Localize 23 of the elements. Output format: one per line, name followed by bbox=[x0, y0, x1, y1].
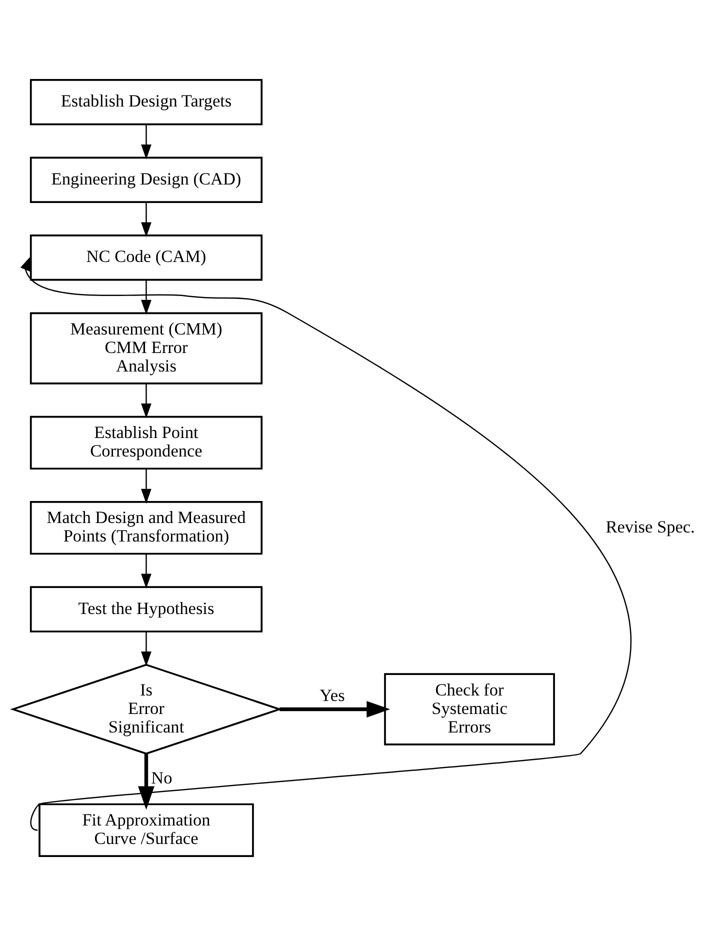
arrow bbox=[280, 701, 390, 718]
node-box: Fit Approximation Curve /Surface bbox=[38, 803, 254, 857]
node-box: NC Code (CAM) bbox=[30, 234, 263, 281]
edge-label: Revise Spec. bbox=[606, 517, 695, 536]
edge-label: Yes bbox=[320, 686, 345, 705]
node-box: Establish Point Correspondence bbox=[30, 416, 263, 470]
node-box: Check for Systematic Errors bbox=[384, 673, 555, 746]
node-box: Test the Hypothesis bbox=[30, 586, 263, 632]
edge-label: No bbox=[151, 768, 172, 788]
node-box: Engineering Design (CAD) bbox=[30, 156, 263, 204]
node-box: Measurement (CMM) CMM Error Analysis bbox=[30, 312, 263, 384]
arrow bbox=[141, 280, 152, 315]
node-box: Establish Design Targets bbox=[30, 79, 263, 126]
arrow bbox=[138, 754, 154, 810]
arrow bbox=[141, 124, 152, 160]
node-box: Match Design and Measured Points (Transformation) bbox=[30, 501, 263, 555]
arrow bbox=[141, 384, 152, 418]
arrow bbox=[141, 468, 152, 504]
arrow bbox=[20, 256, 631, 830]
arrow bbox=[141, 202, 152, 238]
arrow bbox=[141, 554, 152, 589]
arrow bbox=[141, 632, 152, 666]
node-diamond: Is Error Significant bbox=[10, 664, 282, 755]
